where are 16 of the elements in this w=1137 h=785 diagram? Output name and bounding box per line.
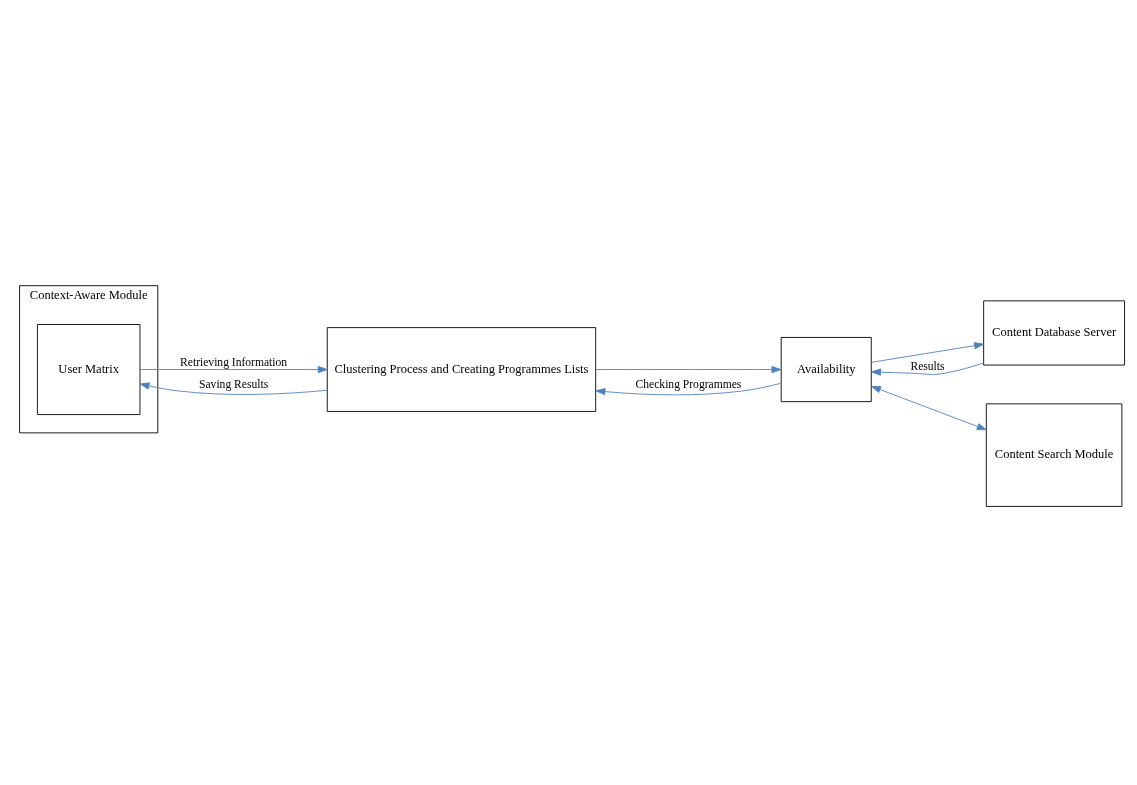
arrow [139,365,328,374]
arrow [139,382,328,395]
node-box: Clustering Process and Creating Programmes Lists [326,327,597,412]
arrow [871,385,987,431]
node-box: Content Search Module [985,403,1123,507]
edge-label: Saving Results [199,377,269,391]
node-box: User Matrix [36,324,141,415]
arrow [595,365,782,374]
node-box: Content Database Server [983,300,1125,366]
arrow [871,342,984,363]
edge-label: Retrieving Information [180,356,288,370]
edge-label: Checking Programmes [635,377,742,391]
arrow [595,382,782,396]
arrow [871,362,984,376]
edge-label: Results [910,359,945,373]
node-box: Availability [780,337,872,403]
